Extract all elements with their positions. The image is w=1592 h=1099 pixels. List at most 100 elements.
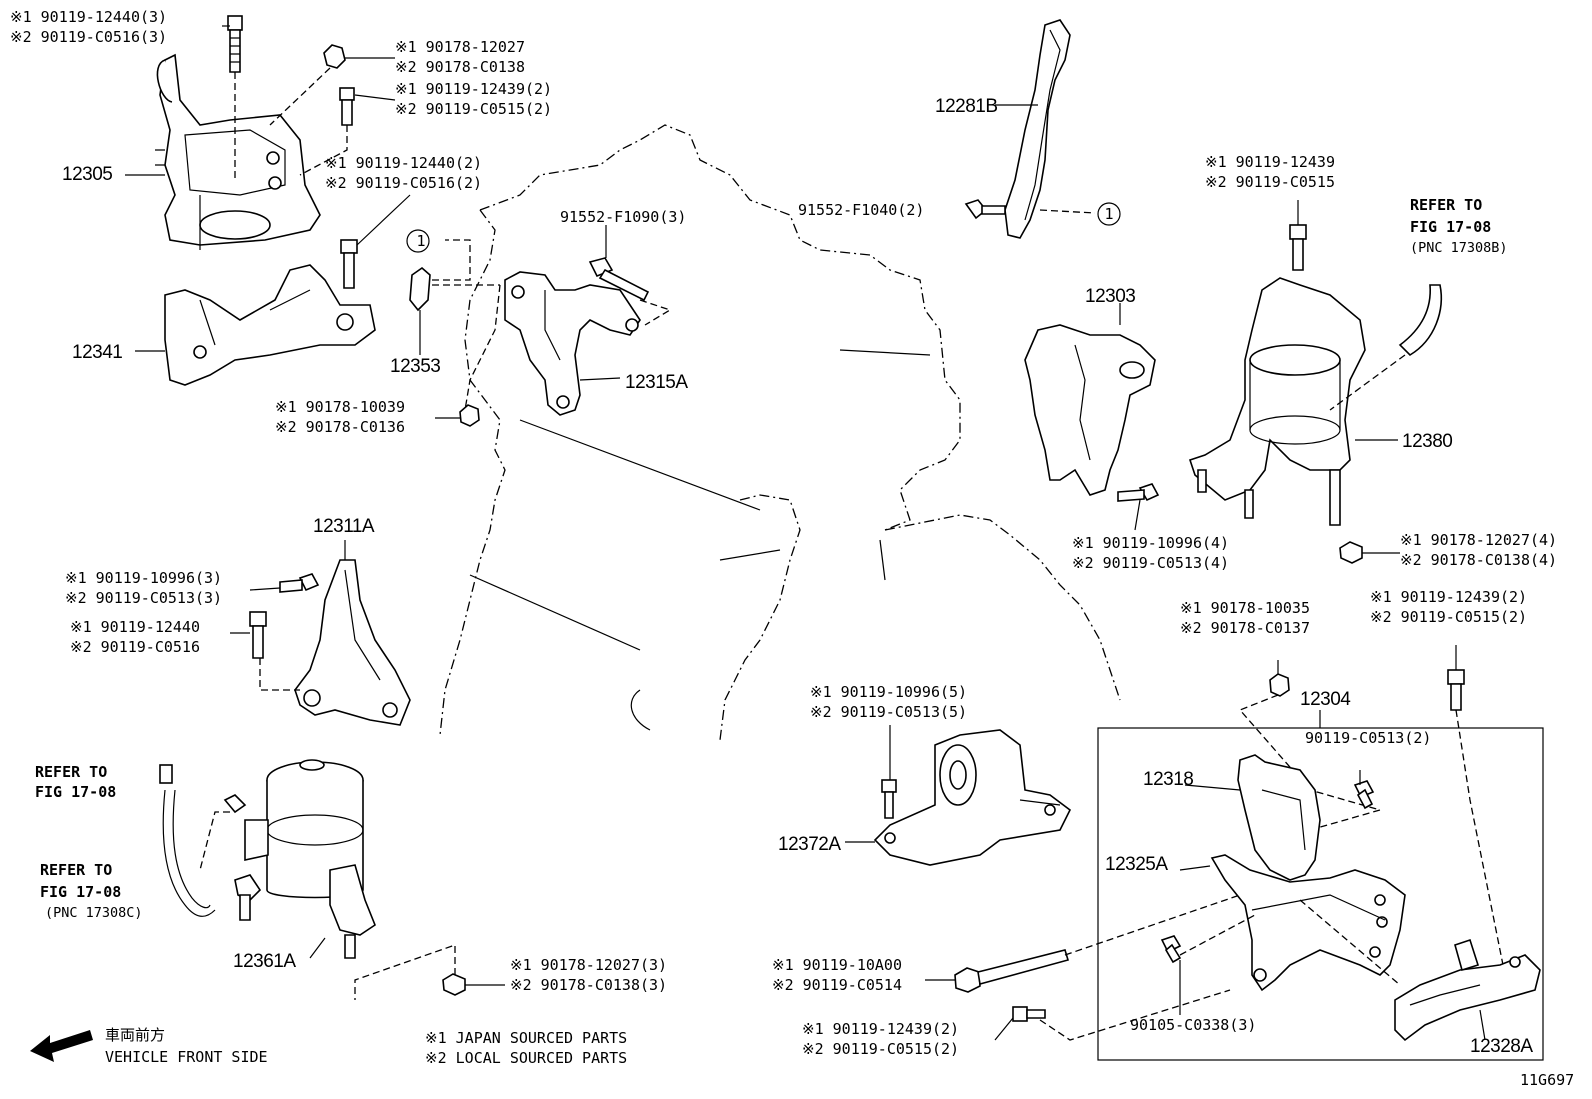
engine-mount-12372A bbox=[873, 729, 1072, 866]
label-f18a: ※1 90119-10A00 bbox=[772, 956, 902, 974]
label-12361A: 12361A bbox=[233, 951, 296, 972]
nut-90178-12027-3 bbox=[442, 973, 466, 996]
ref-left2-line2: FIG 17-08 bbox=[40, 883, 121, 901]
bolt-90119-12439-2-right bbox=[1447, 669, 1465, 711]
bolt-90119-10A00 bbox=[954, 949, 1070, 993]
label-f1b: ※2 90119-C0516(3) bbox=[10, 28, 167, 46]
label-f8b: ※2 90178-C0136 bbox=[275, 418, 405, 436]
bracket-12325A bbox=[1210, 854, 1406, 992]
ref-left2-line3: (PNC 17308C) bbox=[45, 905, 143, 921]
vehicle-front-arrow-icon bbox=[30, 1030, 93, 1062]
legend-note1: ※1 JAPAN SOURCED PARTS bbox=[425, 1029, 627, 1047]
label-f7a: ※1 90119-12439 bbox=[1205, 153, 1335, 171]
circle-label-1b: 1 bbox=[1104, 205, 1113, 223]
ref-left1-line1: REFER TO bbox=[35, 763, 107, 781]
label-f5: 91552-F1090(3) bbox=[560, 208, 686, 226]
label-f4b: ※2 90119-C0516(2) bbox=[325, 174, 482, 192]
label-f15b: ※2 90119-C0513(5) bbox=[810, 703, 967, 721]
label-f11b: ※2 90119-C0513(3) bbox=[65, 589, 222, 607]
bolt-90105-C0338 bbox=[1160, 935, 1182, 964]
label-f3a: ※1 90119-12439(2) bbox=[395, 80, 552, 98]
label-12318: 12318 bbox=[1143, 769, 1193, 790]
label-f12a: ※1 90119-12440 bbox=[70, 618, 200, 636]
bolt-90119-C0513-2 bbox=[1353, 780, 1375, 810]
label-f16: 90119-C0513(2) bbox=[1305, 729, 1431, 747]
label-f2b: ※2 90178-C0138 bbox=[395, 58, 525, 76]
engine-mount-12361A bbox=[234, 759, 376, 959]
label-12315A: 12315A bbox=[625, 372, 688, 393]
direction-label-en: VEHICLE FRONT SIDE bbox=[105, 1048, 268, 1066]
ref-top-line1: REFER TO bbox=[1410, 196, 1482, 214]
label-f1a: ※1 90119-12440(3) bbox=[10, 8, 167, 26]
label-f14b: ※2 90119-C0515(2) bbox=[1370, 608, 1527, 626]
circle-label-1a: 1 bbox=[416, 232, 425, 250]
label-12281B: 12281B bbox=[935, 96, 998, 117]
bolt-90119-10996-5 bbox=[881, 779, 897, 819]
label-12353: 12353 bbox=[390, 356, 440, 377]
bracket-12341 bbox=[164, 264, 376, 386]
engine-mount-12305 bbox=[155, 53, 321, 250]
label-f9b: ※2 90119-C0513(4) bbox=[1072, 554, 1229, 572]
bolt-top-left bbox=[227, 15, 243, 73]
ref-top-line3: (PNC 17308B) bbox=[1410, 240, 1508, 256]
label-12328A: 12328A bbox=[1470, 1036, 1533, 1057]
label-f17a: ※1 90178-12027(3) bbox=[510, 956, 667, 974]
bracket-12281B bbox=[1004, 19, 1071, 239]
label-12325A: 12325A bbox=[1105, 854, 1168, 875]
bolt-12341 bbox=[340, 239, 358, 289]
label-f20: 90105-C0338(3) bbox=[1130, 1016, 1256, 1034]
label-12341: 12341 bbox=[72, 342, 122, 363]
label-f10a: ※1 90178-12027(4) bbox=[1400, 531, 1557, 549]
label-12372A: 12372A bbox=[778, 834, 841, 855]
label-f18b: ※2 90119-C0514 bbox=[772, 976, 902, 994]
label-12303: 12303 bbox=[1085, 286, 1135, 307]
diagram-id: 11G697 bbox=[1520, 1071, 1574, 1089]
label-f7b: ※2 90119-C0515 bbox=[1205, 173, 1335, 191]
nut-90178-10035 bbox=[1269, 673, 1290, 697]
label-f13b: ※2 90178-C0137 bbox=[1180, 619, 1310, 637]
label-f19a: ※1 90119-12439(2) bbox=[802, 1020, 959, 1038]
label-f15a: ※1 90119-10996(5) bbox=[810, 683, 967, 701]
label-f9a: ※1 90119-10996(4) bbox=[1072, 534, 1229, 552]
bolt-90119-12439-2-bottom bbox=[1012, 1006, 1046, 1022]
engine-outline bbox=[439, 124, 1121, 741]
label-12311A: 12311A bbox=[313, 516, 375, 537]
bolt-90119-10996-3 bbox=[279, 573, 320, 593]
label-f14a: ※1 90119-12439(2) bbox=[1370, 588, 1527, 606]
label-f8a: ※1 90178-10039 bbox=[275, 398, 405, 416]
label-f6: 91552-F1040(2) bbox=[798, 201, 924, 219]
part-12353 bbox=[409, 266, 431, 312]
hose-12361A bbox=[159, 764, 216, 917]
direction-label-jp: 車両前方 bbox=[105, 1026, 165, 1044]
nut-90178-10039 bbox=[459, 404, 480, 427]
bolt-90119-12439-top bbox=[339, 87, 355, 126]
label-12304: 12304 bbox=[1300, 689, 1351, 710]
ref-left1-line2: FIG 17-08 bbox=[35, 783, 116, 801]
bracket-12328A bbox=[1394, 938, 1541, 1042]
label-f2a: ※1 90178-12027 bbox=[395, 38, 525, 56]
ref-left2-line1: REFER TO bbox=[40, 861, 112, 879]
engine-mount-12380 bbox=[1188, 277, 1366, 526]
bolt-90119-12440-left bbox=[249, 611, 267, 659]
label-f12b: ※2 90119-C0516 bbox=[70, 638, 200, 656]
label-12380: 12380 bbox=[1402, 431, 1452, 452]
nut-90178-12027-4 bbox=[1339, 541, 1363, 564]
bolt-91552-F1090 bbox=[588, 257, 650, 302]
label-f11a: ※1 90119-10996(3) bbox=[65, 569, 222, 587]
label-f17b: ※2 90178-C0138(3) bbox=[510, 976, 667, 994]
legend-note2: ※2 LOCAL SOURCED PARTS bbox=[425, 1049, 627, 1067]
nut-90178-12027-top bbox=[323, 44, 346, 69]
label-f13a: ※1 90178-10035 bbox=[1180, 599, 1310, 617]
bracket-12311A bbox=[294, 559, 411, 726]
ref-top-line2: FIG 17-08 bbox=[1410, 218, 1491, 236]
bolt-91552-F1040 bbox=[964, 199, 1006, 220]
label-f4a: ※1 90119-12440(2) bbox=[325, 154, 482, 172]
bolt-90119-12439-right bbox=[1289, 224, 1307, 271]
bracket-12318 bbox=[1237, 754, 1321, 881]
label-f3b: ※2 90119-C0515(2) bbox=[395, 100, 552, 118]
bracket-12315A bbox=[504, 271, 641, 416]
label-12305: 12305 bbox=[62, 164, 112, 185]
bracket-12303 bbox=[1024, 324, 1156, 496]
bolt-90119-10996-4 bbox=[1117, 483, 1160, 502]
